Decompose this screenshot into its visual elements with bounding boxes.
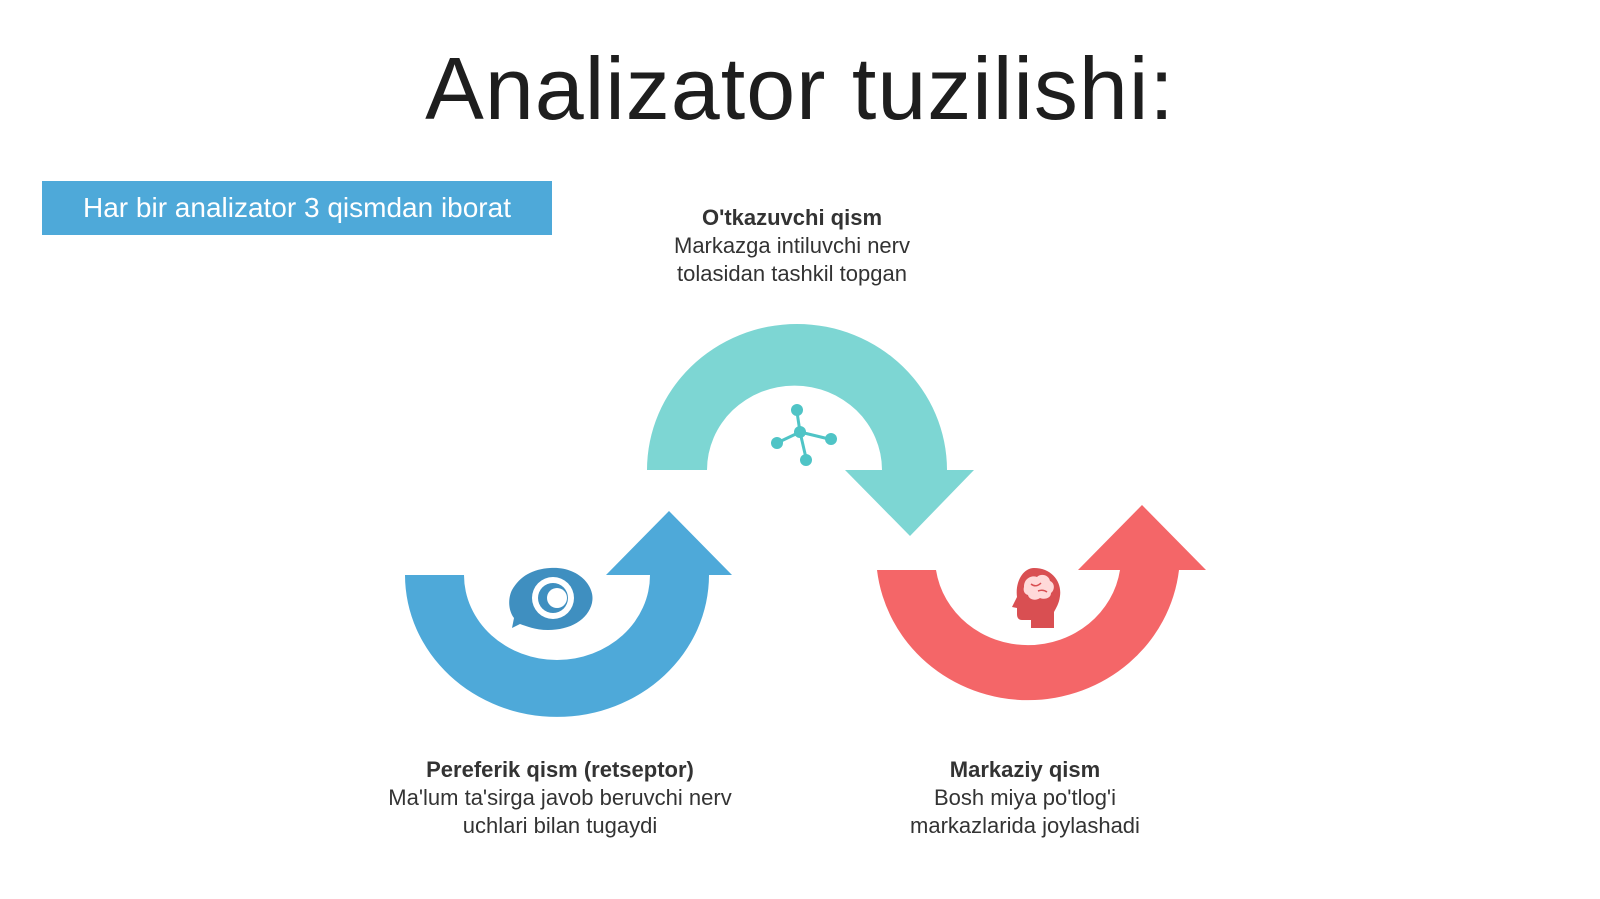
central-part-label: Markaziy qism Bosh miya po'tlog'i markaz… bbox=[825, 756, 1225, 840]
peripheral-part-description: Ma'lum ta'sirga javob beruvchi nerv uchl… bbox=[388, 785, 732, 838]
peripheral-part-label: Pereferik qism (retseptor) Ma'lum ta'sir… bbox=[360, 756, 760, 840]
central-part-heading: Markaziy qism bbox=[949, 757, 1101, 782]
conductive-part-heading: O'tkazuvchi qism bbox=[701, 205, 883, 230]
network-icon bbox=[771, 404, 837, 466]
central-arrow bbox=[877, 505, 1206, 701]
conductive-part-label: O'tkazuvchi qism Markazga intiluvchi ner… bbox=[592, 204, 992, 288]
page-title: Analizator tuzilishi: bbox=[425, 39, 1175, 138]
conductive-arrow bbox=[647, 324, 974, 536]
peripheral-arrow bbox=[405, 511, 732, 717]
eye-icon bbox=[509, 567, 593, 630]
central-part-description: Bosh miya po'tlog'i markazlarida joylash… bbox=[910, 785, 1140, 838]
conductive-part-description: Markazga intiluvchi nerv tolasidan tashk… bbox=[674, 233, 910, 286]
peripheral-part-heading: Pereferik qism (retseptor) bbox=[426, 757, 694, 782]
info-badge: Har bir analizator 3 qismdan iborat bbox=[42, 181, 552, 235]
head-brain-icon bbox=[1012, 568, 1061, 628]
